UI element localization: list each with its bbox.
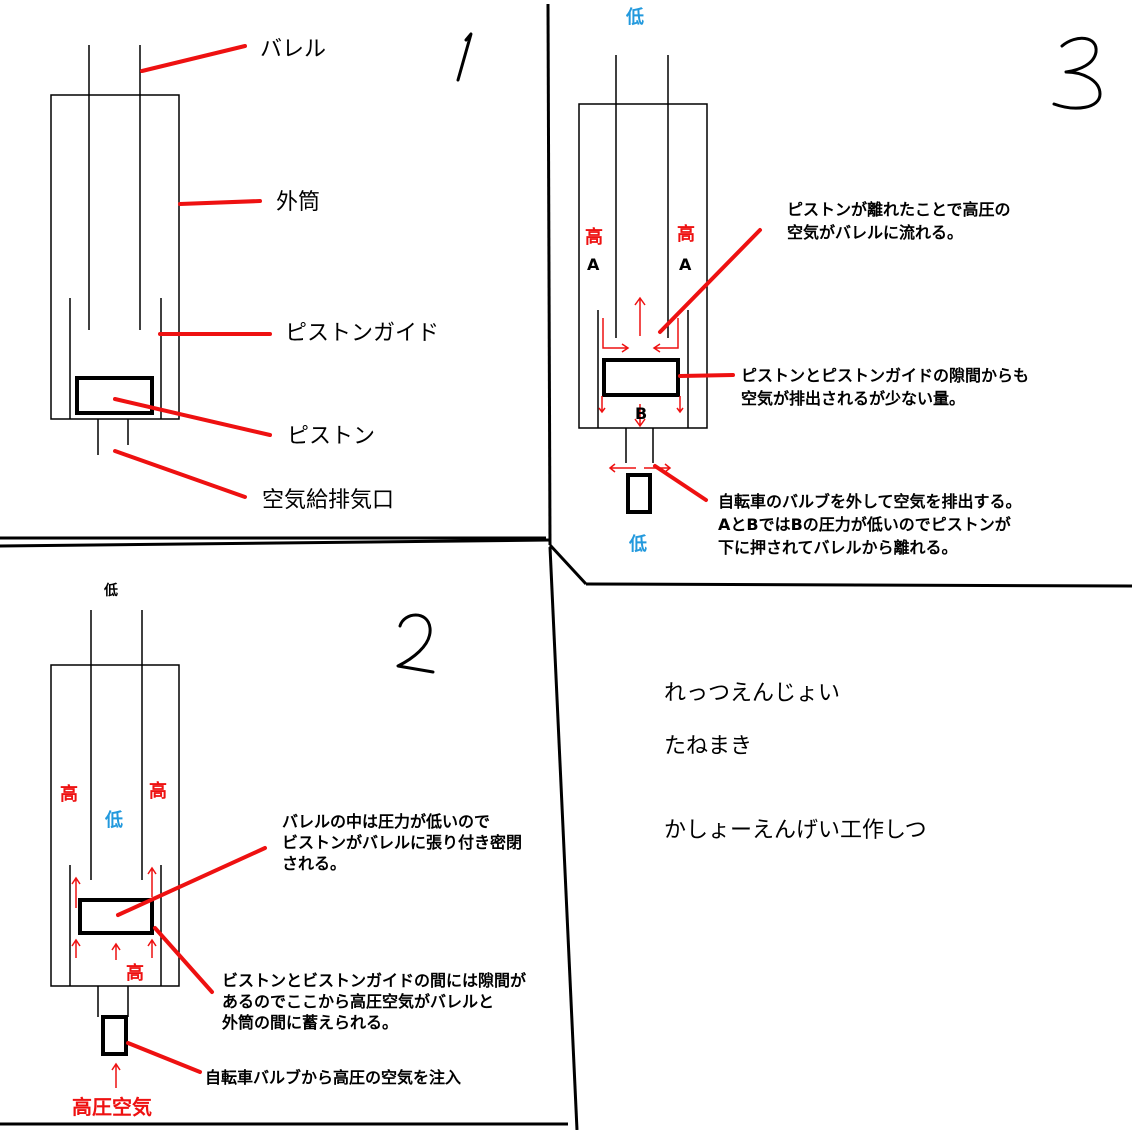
panel-3: 低 高 A 高 A B 低 ピストンが離れたことで高圧の 空気がバレルに流れる。… (578, 6, 1102, 557)
label-outer-cylinder: 外筒 (276, 190, 320, 215)
panel-3-note-release: 自転車のバルブを外して空気を排出する。 AとBではBの圧力が低いのでピストンが … (718, 492, 1022, 557)
panel-3-b: B (635, 404, 647, 423)
svg-text:あるのでここから高圧空気がバレルと: あるのでここから高圧空気がバレルと (222, 992, 494, 1011)
credit-line-2: たねまき (664, 734, 752, 759)
panel-1-number (456, 32, 473, 82)
panel-2-high-right: 高 (149, 780, 167, 802)
panel-1-piston (75, 376, 154, 415)
panel-2-high-bottom: 高 (126, 962, 144, 984)
panel-borders (0, 3, 1132, 1130)
svg-text:AとBではBの圧力が低いのでピストンが: AとBではBの圧力が低いのでピストンが (718, 515, 1011, 534)
panel-3-a-left: A (587, 255, 600, 274)
credit-line-3: かしょーえんげい工作しつ (664, 818, 927, 843)
panel-2-leader-lines (116, 846, 267, 1074)
panel-3-high-right: 高 (677, 223, 695, 245)
svg-text:される。: される。 (282, 854, 346, 873)
credit-line-1: れっつえんじょい (664, 681, 840, 706)
panel-3-apparatus (578, 55, 708, 463)
panel-2-high-pressure-air: 高圧空気 (72, 1095, 152, 1119)
svg-text:ビストンとビストンガイドの間には隙間が: ビストンとビストンガイドの間には隙間が (222, 971, 526, 990)
panel-1-apparatus (50, 45, 180, 455)
panel-2-apparatus (50, 610, 180, 1017)
svg-text:ピストンが離れたことで高圧の: ピストンが離れたことで高圧の (787, 200, 1011, 219)
panel-3-note-flow: ピストンが離れたことで高圧の 空気がバレルに流れる。 (787, 200, 1011, 242)
credits: れっつえんじょい たねまき かしょーえんげい工作しつ (664, 681, 927, 843)
label-barrel: バレル (260, 37, 326, 62)
panel-3-high-left: 高 (585, 226, 603, 248)
panel-2: 低 高 低 高 高 バレルの中は圧力が低いので ビストンがバレルに張り付き密閉 … (50, 582, 526, 1119)
panel-1-leader-lines (113, 44, 272, 499)
svg-text:空気が排出されるが少ない量。: 空気が排出されるが少ない量。 (741, 389, 965, 408)
panel-3-number (1052, 36, 1102, 110)
svg-text:空気がバレルに流れる。: 空気がバレルに流れる。 (787, 223, 963, 242)
label-piston-guide: ピストンガイド (285, 321, 439, 346)
svg-text:自転車のバルブを外して空気を排出する。: 自転車のバルブを外して空気を排出する。 (718, 492, 1022, 511)
svg-text:下に押されてバレルから離れる。: 下に押されてバレルから離れる。 (718, 538, 958, 557)
panel-2-note-inject: 自転車バルブから高圧の空気を注入 (205, 1068, 461, 1087)
panel-2-high-left: 高 (60, 783, 78, 805)
svg-text:外筒の間に蓄えられる。: 外筒の間に蓄えられる。 (221, 1013, 398, 1032)
panel-3-piston (602, 358, 680, 397)
panel-2-air-arrows (71, 866, 157, 1088)
panel-2-valve (101, 1015, 128, 1056)
panel-2-low-top: 低 (103, 582, 118, 599)
svg-text:ビストンがバレルに張り付き密閉: ビストンがバレルに張り付き密閉 (282, 833, 522, 852)
panel-2-number (396, 613, 435, 674)
label-piston: ピストン (287, 424, 375, 449)
panel-3-low-top: 低 (625, 6, 644, 28)
panel-2-low-mid: 低 (104, 809, 123, 831)
panel-3-a-right: A (679, 255, 692, 274)
panel-2-piston (78, 898, 154, 935)
panel-1: バレル 外筒 ピストンガイド ピストン 空気給排気口 (50, 32, 473, 513)
svg-text:ピストンとピストンガイドの隙間からも: ピストンとピストンガイドの隙間からも (741, 366, 1029, 385)
panel-2-note-gap: ビストンとビストンガイドの間には隙間が あるのでここから高圧空気がバレルと 外筒… (221, 971, 526, 1032)
panel-3-valve (626, 473, 652, 514)
panel-3-low-bottom: 低 (628, 533, 647, 555)
panel-2-note-barrel: バレルの中は圧力が低いので ビストンがバレルに張り付き密閉 される。 (282, 812, 522, 873)
panel-3-air-arrows (598, 296, 684, 473)
panel-3-leader-lines (653, 228, 762, 502)
panel-3-note-leak: ピストンとピストンガイドの隙間からも 空気が排出されるが少ない量。 (741, 366, 1029, 408)
label-air-port: 空気給排気口 (262, 488, 394, 513)
svg-text:バレルの中は圧力が低いので: バレルの中は圧力が低いので (282, 812, 490, 831)
